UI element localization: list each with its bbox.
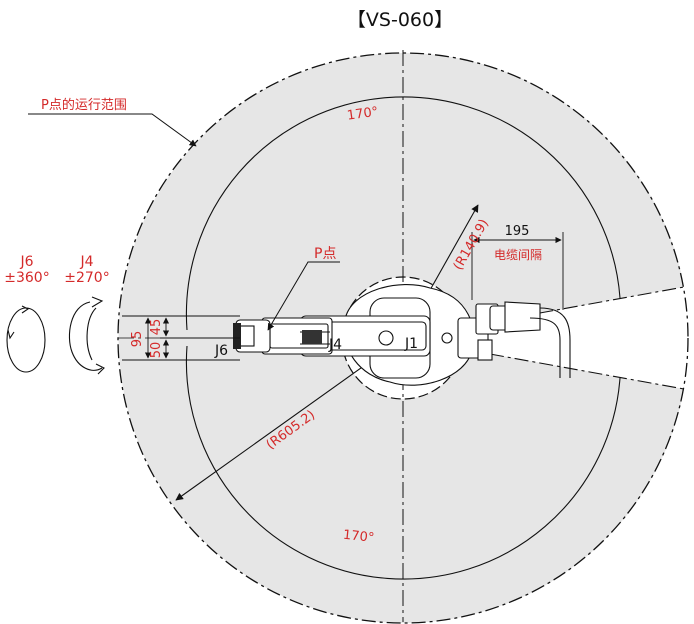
wedge-line-bottom	[489, 353, 685, 390]
leader-p-point	[267, 261, 340, 331]
label-dim-50: 50	[149, 342, 164, 359]
label-cable-gap: 电缆间隔	[494, 248, 542, 262]
joint-box-dark	[302, 330, 322, 344]
label-p-range: P点的运行范围	[41, 97, 127, 113]
j4-rotation-symbol	[68, 301, 103, 371]
label-j4-name: J4	[79, 254, 93, 270]
label-j1: J1	[404, 336, 418, 352]
label-j4-arm: J4	[328, 337, 342, 353]
label-j6-range: ±360°	[4, 270, 49, 286]
label-angle-top: 170°	[346, 105, 379, 124]
j6-rotation-symbol	[6, 307, 46, 373]
label-dim-95: 95	[130, 331, 145, 348]
angle-arc-bottom	[185, 345, 621, 580]
tool-flange-dark	[233, 323, 241, 349]
label-p-point: P点	[314, 246, 336, 262]
label-j6-arm: J6	[214, 343, 228, 359]
j6-arrow-head-bottom	[7, 329, 15, 340]
j4-rotation-symbol-inner	[86, 307, 97, 361]
label-dim-45: 45	[149, 319, 164, 336]
j4-arrow-head-bottom	[95, 363, 105, 375]
robot-arm	[235, 284, 571, 386]
label-dim-195: 195	[505, 224, 530, 239]
j6-arrow-head-top	[21, 305, 30, 314]
leader-p-range	[28, 113, 197, 147]
diagram-title: 【VS-060】	[347, 9, 453, 31]
label-angle-bottom: 170°	[342, 528, 375, 546]
angle-arc-top	[185, 96, 621, 331]
j4-arrow-head-top	[91, 296, 104, 308]
label-j4-range: ±270°	[64, 270, 109, 286]
label-j6-name: J6	[19, 254, 33, 270]
